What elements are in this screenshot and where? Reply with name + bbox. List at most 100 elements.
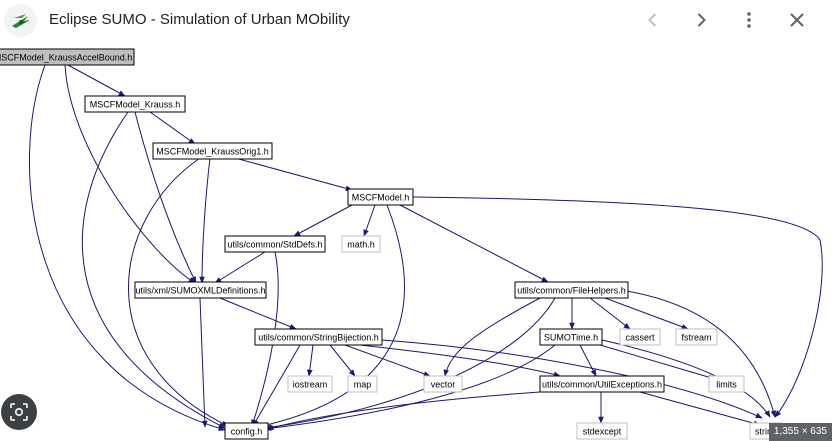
node-box — [287, 375, 333, 393]
node-label-stringbij: utils/common/StringBijection.h — [258, 333, 379, 343]
graph-node-filehelpers: utils/common/FileHelpers.h — [514, 281, 629, 299]
node-label-fstream: fstream — [681, 333, 711, 343]
edge-filehelpers-fstream — [604, 297, 689, 330]
node-label-cassert: cassert — [625, 333, 655, 343]
more-vert-icon — [747, 12, 751, 28]
node-label-mscfmodel: MSCFModel.h — [352, 193, 410, 203]
node-label-iostream: iostream — [293, 380, 328, 390]
edge-stringbij-config — [252, 344, 301, 427]
node-box — [576, 422, 628, 440]
node-box — [539, 328, 603, 346]
edge-kraussorig1-sumoxml — [199, 157, 211, 284]
graph-node-limits: limits — [708, 375, 745, 393]
chevron-left-icon — [648, 13, 657, 27]
edge-sumoxml-config — [199, 297, 208, 428]
close-icon — [790, 13, 804, 27]
edge-krauss-sumoxml — [134, 111, 197, 284]
node-label-stddefs: utils/common/StdDefs.h — [227, 240, 322, 250]
graph-node-kraussorig1: MSCFModel_KraussOrig1.h — [152, 142, 273, 160]
close-button[interactable] — [785, 8, 809, 32]
graph-node-cassert: cassert — [619, 328, 661, 346]
node-box — [341, 235, 381, 253]
graph-node-accelbound: MSCFModel_KraussAccelBound.h — [0, 48, 135, 66]
node-box — [423, 375, 463, 393]
lens-search-icon — [10, 403, 28, 421]
edge-accelbound-config — [28, 64, 226, 431]
previous-button[interactable] — [641, 8, 665, 32]
edge-mscfmodel-math — [363, 204, 376, 237]
edge-mscfmodel-config — [261, 204, 405, 428]
node-box — [254, 328, 383, 346]
edge-utilexc-config — [266, 391, 541, 431]
edge-filehelpers-config — [264, 297, 556, 430]
edge-mscfmodel-filehelpers — [399, 204, 549, 283]
node-label-vector: vector — [431, 380, 456, 390]
edge-sumoxml-stringbij — [219, 297, 297, 330]
image-dimensions-badge: 1,355 × 635 — [768, 423, 832, 441]
next-button[interactable] — [689, 8, 713, 32]
graph-node-utilexc: utils/common/UtilExceptions.h — [539, 375, 665, 393]
node-label-stdexcept: stdexcept — [583, 427, 622, 437]
node-box — [708, 375, 745, 393]
edge-krauss-kraussorig1 — [149, 111, 196, 145]
edge-stringbij-iostream — [307, 344, 314, 377]
node-box — [224, 422, 269, 440]
edge-sumotime-limits — [599, 344, 716, 380]
edge-filehelpers-string — [619, 289, 777, 418]
graph-node-sumotime: SUMOTime.h — [539, 328, 603, 346]
node-label-sumotime: SUMOTime.h — [544, 333, 598, 343]
node-box — [514, 281, 629, 299]
graph-node-math: math.h — [341, 235, 381, 253]
graph-node-krauss: MSCFModel_Krauss.h — [84, 95, 186, 113]
edge-kraussorig1-config — [128, 157, 229, 427]
viewer-header: Eclipse SUMO - Simulation of Urban MObil… — [0, 0, 832, 40]
edge-mscfmodel-stddefs — [293, 204, 353, 237]
edge-krauss-config — [81, 111, 226, 429]
edge-accelbound-krauss — [67, 64, 126, 97]
node-label-map: map — [354, 380, 372, 390]
node-label-sumoxml: utils/xml/SUMOXMLDefinitions.h — [135, 286, 265, 296]
node-label-string: string — [755, 427, 777, 437]
node-label-filehelpers: utils/common/FileHelpers.h — [517, 286, 626, 296]
node-box — [0, 48, 135, 66]
node-box — [224, 235, 326, 253]
edge-utilexc-string — [639, 391, 761, 427]
edge-accelbound-sumoxml — [64, 64, 196, 284]
node-label-limits: limits — [716, 380, 737, 390]
edge-stringbij-utilexc — [359, 344, 561, 378]
node-label-krauss: MSCFModel_Krauss.h — [90, 100, 181, 110]
visual-search-button[interactable] — [1, 394, 37, 430]
edge-stringbij-vector — [344, 344, 431, 377]
graph-node-fstream: fstream — [675, 328, 718, 346]
node-label-kraussorig1: MSCFModel_KraussOrig1.h — [156, 147, 269, 157]
node-box — [84, 95, 186, 113]
edge-sumotime-utilexc — [579, 344, 597, 377]
edge-stringbij-map — [329, 344, 356, 377]
node-box — [152, 142, 273, 160]
edge-sumotime-config — [264, 344, 556, 432]
graph-node-vector: vector — [423, 375, 463, 393]
graph-node-stddefs: utils/common/StdDefs.h — [224, 235, 326, 253]
graph-node-stringbij: utils/common/StringBijection.h — [254, 328, 383, 346]
edge-filehelpers-vector — [443, 297, 541, 377]
edge-stringbij-string — [381, 339, 763, 419]
node-box — [134, 281, 267, 299]
edge-sumotime-string — [601, 339, 771, 418]
more-options-button[interactable] — [737, 8, 761, 32]
node-label-utilexc: utils/common/UtilExceptions.h — [542, 380, 662, 390]
node-box — [619, 328, 661, 346]
graph-node-config: config.h — [224, 422, 269, 440]
edge-stddefs-sumoxml — [214, 251, 266, 284]
node-label-config: config.h — [231, 427, 263, 437]
window-title: Eclipse SUMO - Simulation of Urban MObil… — [49, 11, 350, 28]
graph-node-mscfmodel: MSCFModel.h — [347, 188, 414, 206]
node-box — [347, 188, 414, 206]
sumo-logo-icon — [4, 4, 37, 37]
graph-nodes: MSCFModel_KraussAccelBound.hMSCFModel_Kr… — [0, 48, 783, 440]
graph-edges — [28, 64, 823, 432]
graph-node-iostream: iostream — [287, 375, 333, 393]
edge-mscfmodel-string — [412, 196, 823, 418]
graph-node-stdexcept: stdexcept — [576, 422, 628, 440]
node-box — [675, 328, 718, 346]
